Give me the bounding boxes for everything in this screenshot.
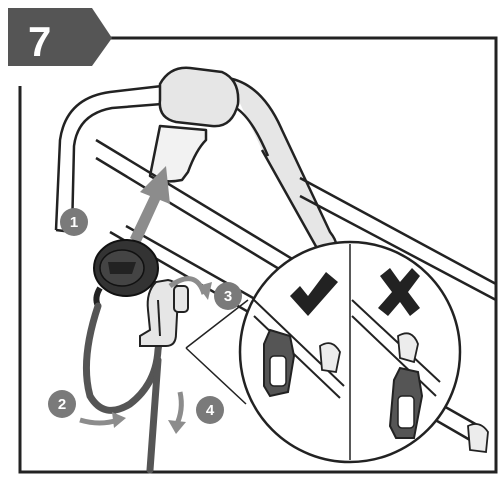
pull-down-arrow [176, 392, 181, 426]
step-number: 7 [28, 18, 51, 65]
callout-4-label: 4 [206, 402, 215, 419]
callout-1-label: 1 [70, 214, 78, 231]
callout-2-label: 2 [58, 396, 66, 413]
callout-3: 3 [214, 282, 242, 310]
adjustment-knob [468, 424, 488, 452]
route-arrow-head [112, 412, 126, 428]
step-banner: 7 [8, 8, 112, 66]
callout-2: 2 [48, 390, 76, 418]
callout-4: 4 [196, 396, 224, 424]
pull-down-arrow-head [168, 420, 186, 434]
callout-1: 1 [60, 208, 88, 236]
insert-arrow [130, 166, 170, 244]
route-arrow [80, 420, 118, 423]
callout-3-label: 3 [224, 288, 232, 305]
